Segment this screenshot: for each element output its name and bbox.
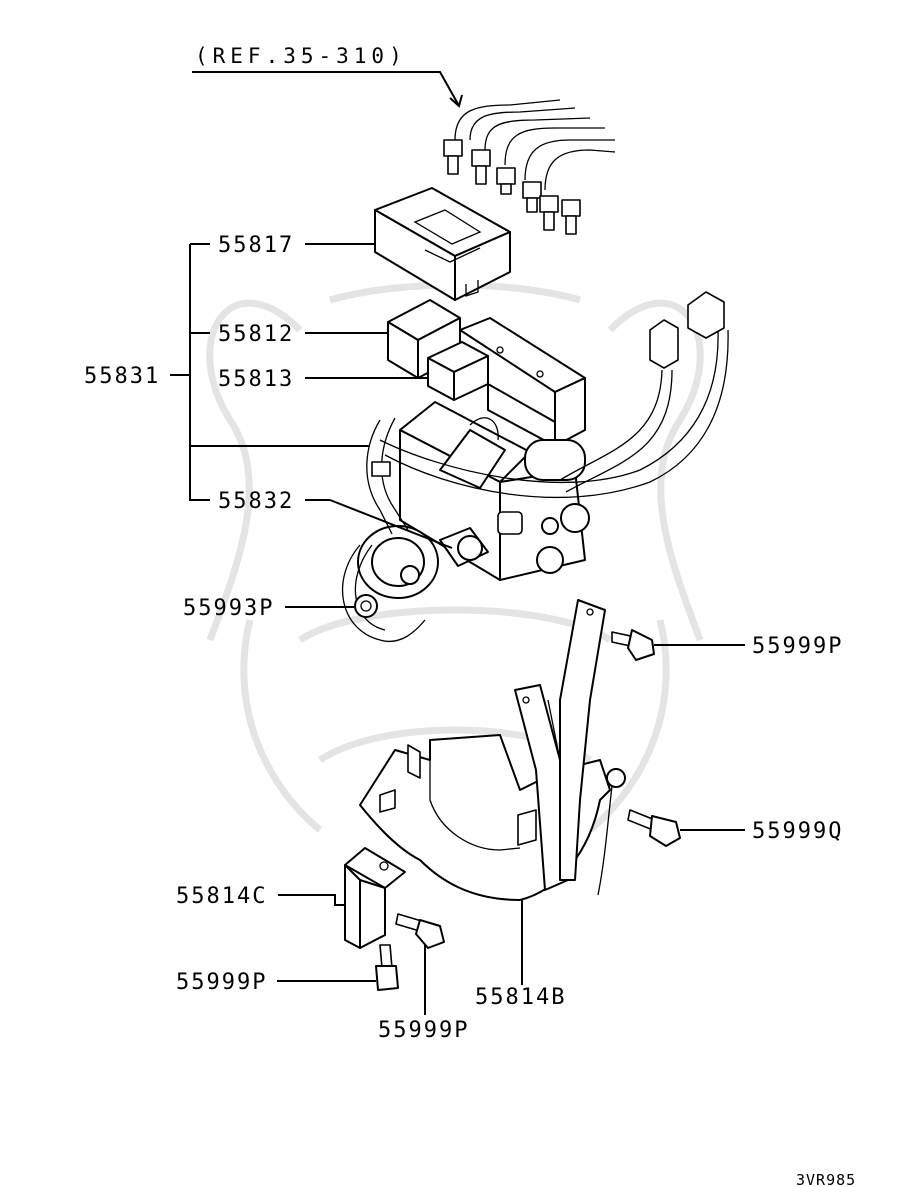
part-label-55817: 55817 (218, 233, 294, 258)
bolt-55999p-left (375, 944, 399, 991)
ref-label: (REF.35-310) (195, 44, 407, 68)
part-label-55831: 55831 (84, 364, 160, 389)
motor-assembly (357, 525, 489, 599)
bracket-55814c (344, 847, 406, 949)
nut-55993p (354, 594, 378, 618)
part-label-55814c: 55814C (176, 884, 267, 909)
ground-cable (597, 768, 626, 896)
part-label-55999p-left: 55999P (176, 970, 267, 995)
part-label-55814b: 55814B (475, 985, 566, 1010)
part-label-55813: 55813 (218, 367, 294, 392)
part-label-55812: 55812 (218, 322, 294, 347)
bracket-55814b (359, 599, 611, 901)
relay-box-cover (374, 187, 511, 301)
brake-hose (366, 417, 409, 535)
relay-base (459, 317, 586, 447)
harness-ref-assembly (192, 71, 616, 235)
wiring-harness (379, 291, 729, 499)
ground-wire-loop (341, 544, 426, 643)
relay-55813 (427, 341, 489, 401)
part-label-55832: 55832 (218, 489, 294, 514)
part-label-55993p: 55993P (183, 596, 274, 621)
drawing-code: 3VR985 (796, 1171, 856, 1187)
bolt-55999q (627, 809, 681, 847)
part-label-55999p-bottom: 55999P (378, 1018, 469, 1043)
bolt-55999p-bottom (395, 913, 445, 949)
bolt-55999p-upper (611, 629, 655, 661)
relay-55812 (387, 299, 461, 379)
part-label-55999p-right: 55999P (752, 634, 843, 659)
leader-lines (170, 243, 745, 1015)
part-label-55999q: 55999Q (752, 819, 843, 844)
